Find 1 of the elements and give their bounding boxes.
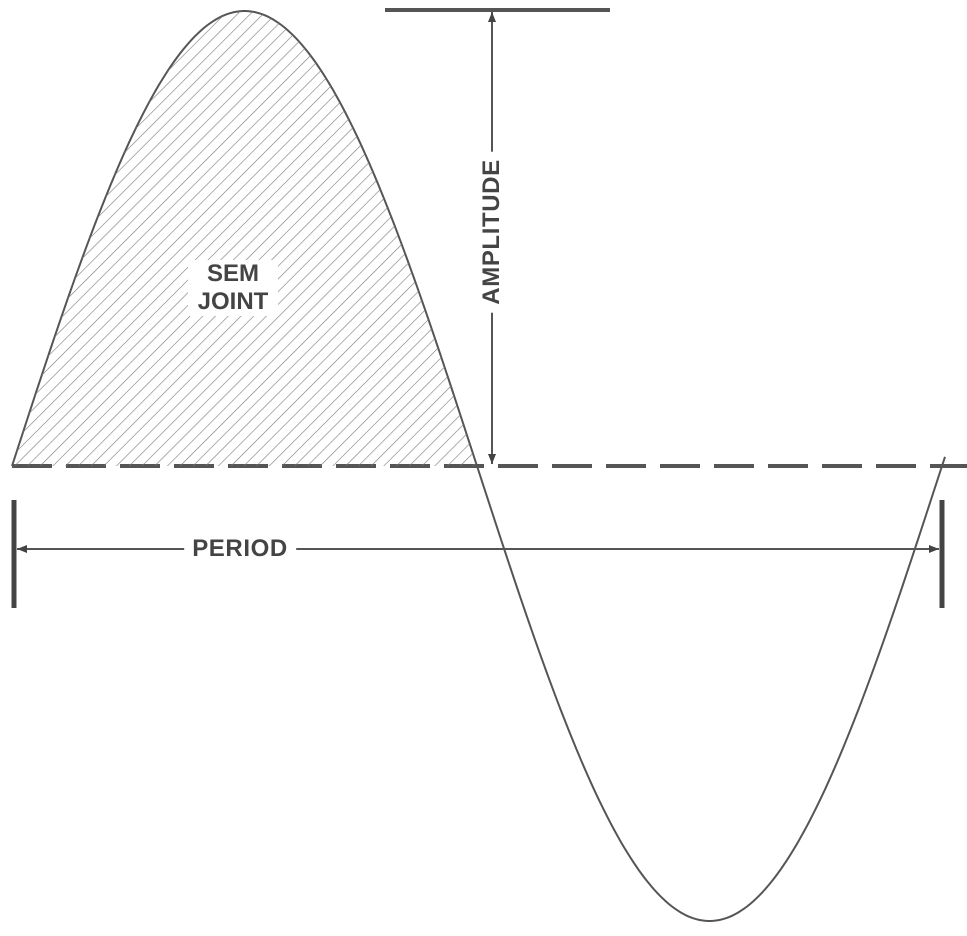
region-label: SEM JOINT — [188, 260, 278, 316]
